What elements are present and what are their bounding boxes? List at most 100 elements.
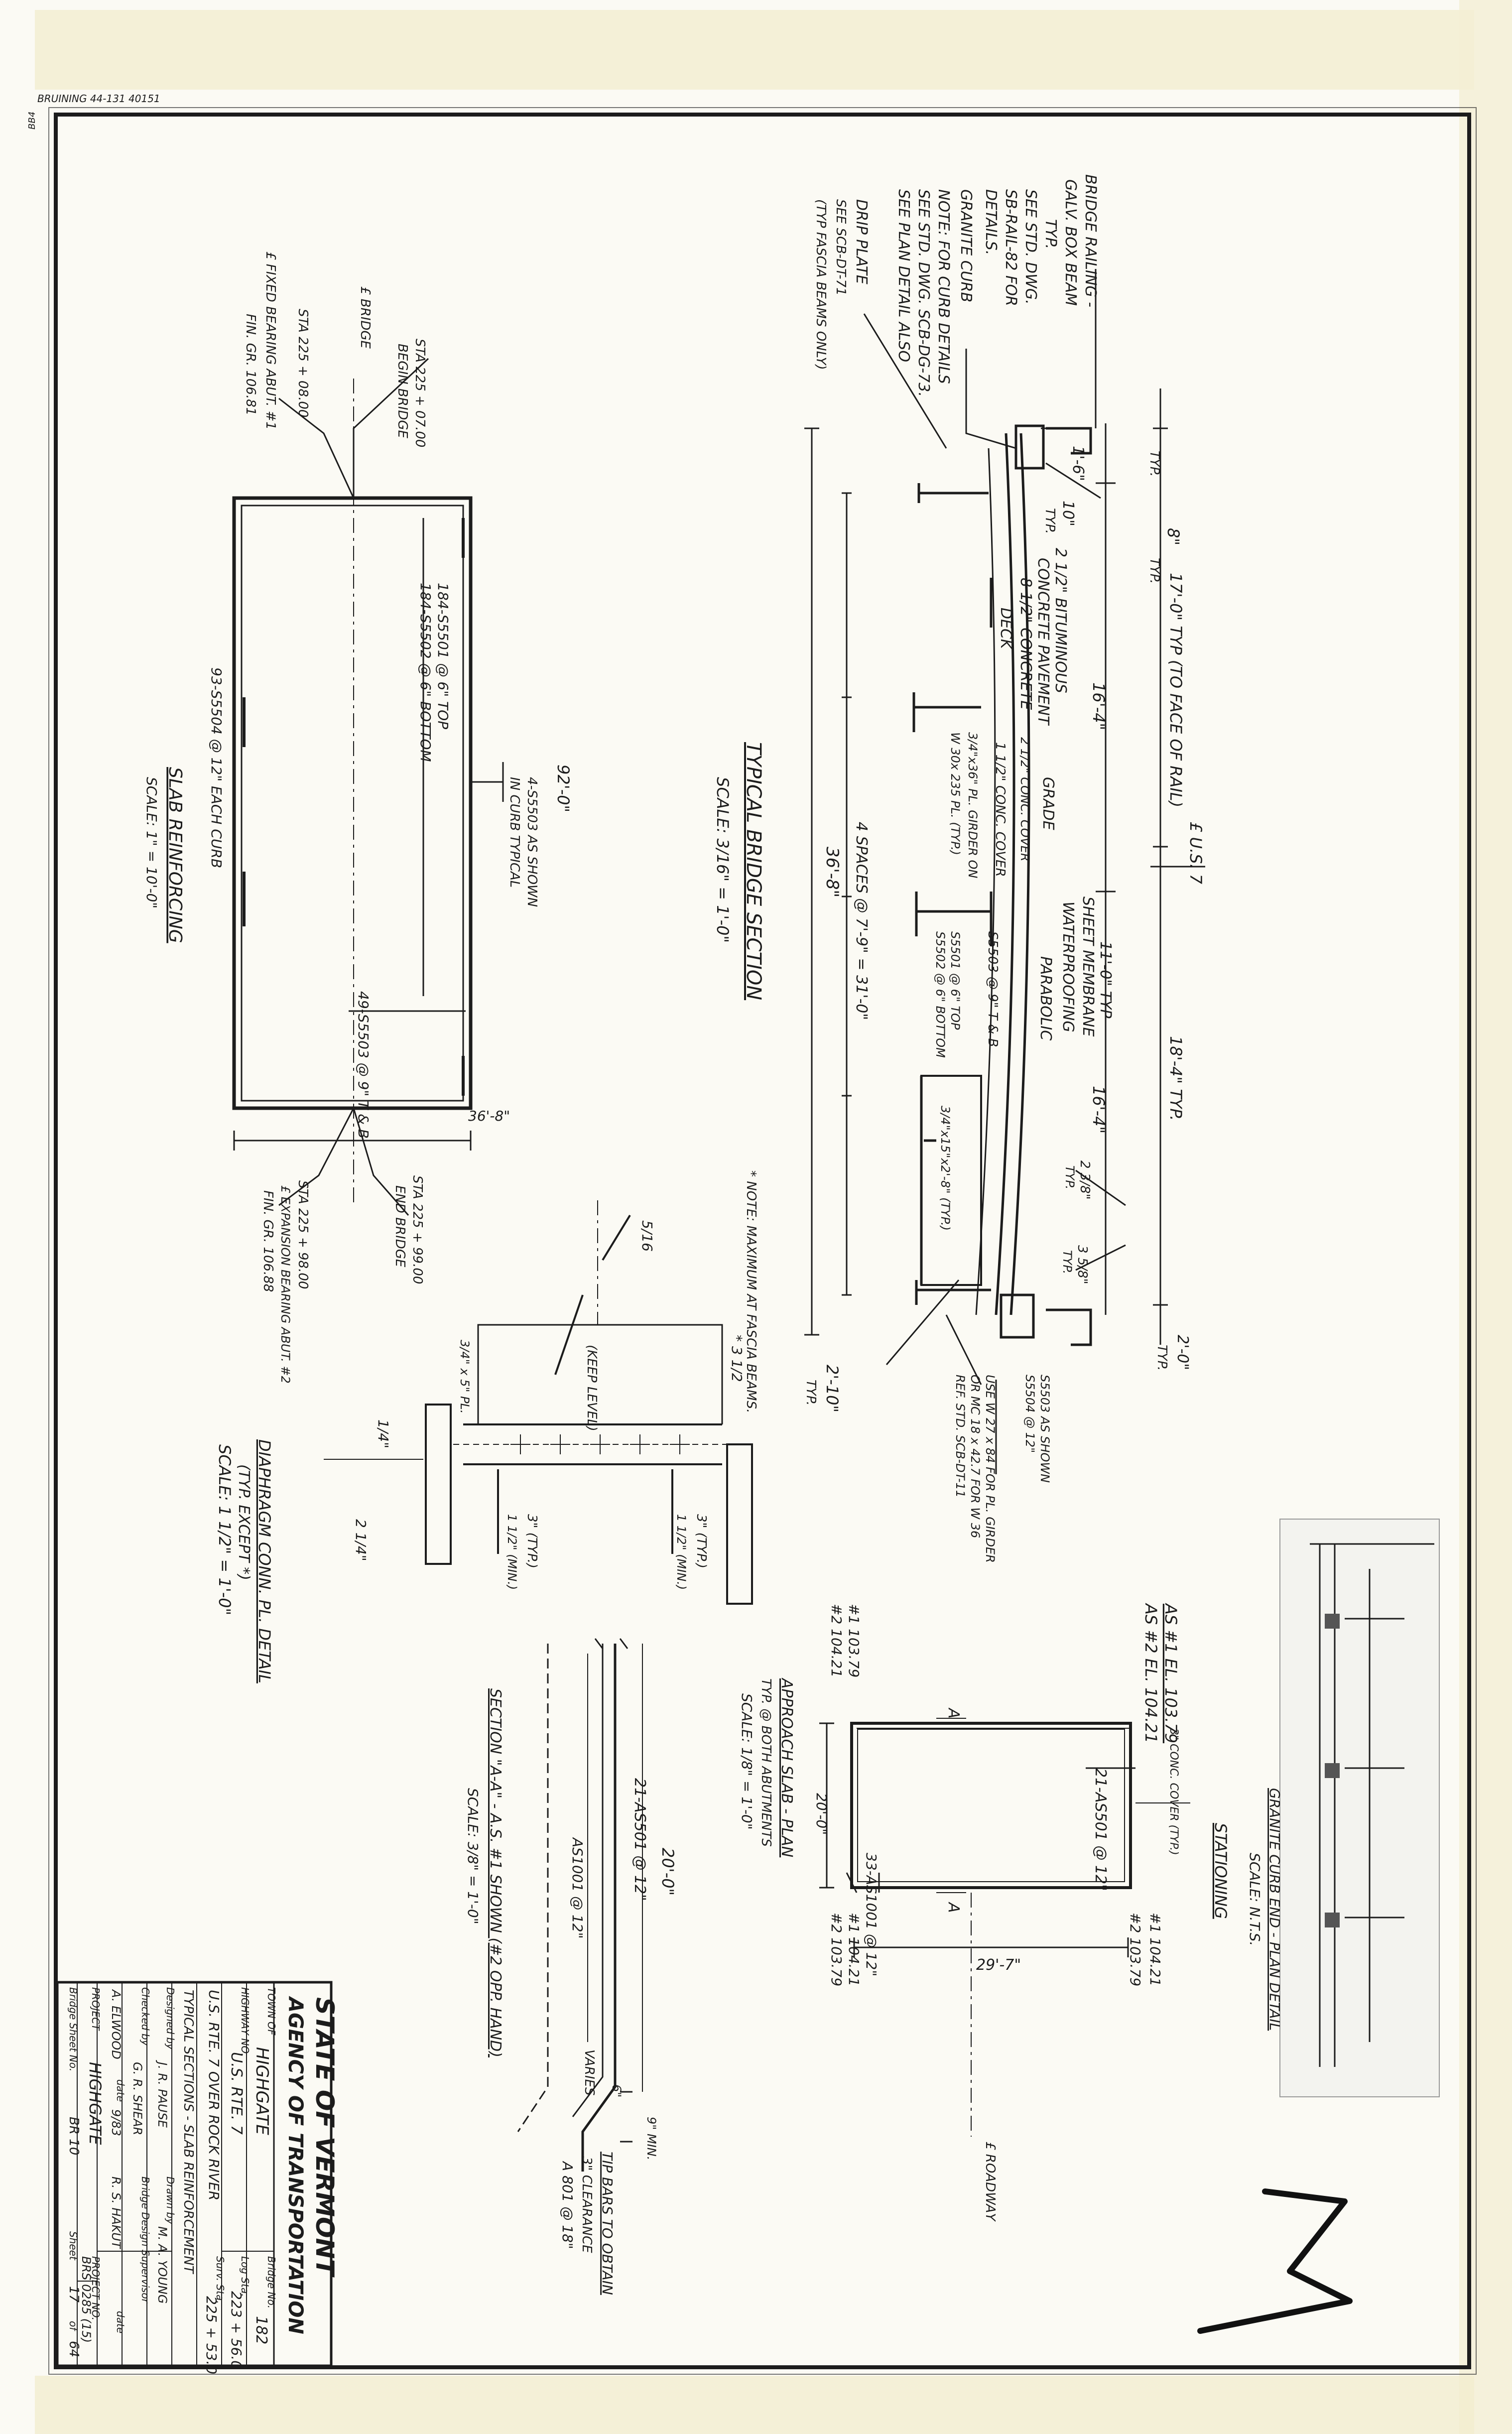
- slab-length: 92'-0": [554, 765, 573, 812]
- diaphragm-quarter: 1/4": [375, 1419, 391, 1448]
- section-dim-16ft-a: 16'-4": [1089, 682, 1108, 730]
- slab-expansion-bearing: £ EXPANSION BEARING ABUT. #2: [278, 1185, 292, 1384]
- section-aa: 20'-0" 21-AS501 @ 12" AS1001 @ 12" VARIE…: [465, 1638, 677, 2295]
- approach-as1001: 33-AS1001 @ 12": [863, 1853, 880, 1976]
- title-designed-label: Designed by: [164, 1987, 176, 2050]
- label-s5502: S5502 @ 6" BOTTOM: [933, 931, 947, 1058]
- slab-fin-gr-2: FIN. GR. 106.88: [260, 1190, 275, 1292]
- diaphragm-3-5: * 3 1/2: [729, 1335, 745, 1382]
- diaphragm-scale: SCALE: 1 1/2" = 1'-0": [215, 1444, 234, 1615]
- diaphragm-3in-a: 3" (TYP.): [524, 1514, 539, 1568]
- section-dim-1: 1'-6": [1069, 446, 1087, 481]
- title-town-label: TOWN OF: [265, 1987, 277, 2036]
- slab-scale: SCALE: 1" = 10'-0": [143, 777, 160, 908]
- title-supervisor: R. S. HAKUT: [109, 2177, 123, 2250]
- section-scale: SCALE: 3/16" = 1'-0": [713, 777, 732, 943]
- slab-sta-end: STA 225 + 99.00: [410, 1175, 425, 1284]
- sheet-border: [54, 113, 1471, 2369]
- title-of-total: 64: [66, 2341, 81, 2357]
- label-membrane-1: SHEET MEMBRANE: [1079, 897, 1097, 1036]
- slab-sta-begin: STA 225 + 07.00: [412, 339, 427, 447]
- title-bridge-sheet-label: Bridge Sheet No.: [67, 1987, 79, 2071]
- note-drip-2: SEE SCB-DT-71: [833, 199, 848, 296]
- section-dim-17ft: 17'-0" TYP (TO FACE OF RAIL): [1166, 573, 1185, 807]
- approach-stationing: STATIONING: [1211, 1823, 1230, 1919]
- section-dim-16ft-b: 16'-4": [1089, 1086, 1108, 1134]
- diaphragm-title: DIAPHRAGM CONN. PL. DETAIL: [255, 1439, 274, 1683]
- aa-clearance: 3" CLEARANCE: [579, 2157, 594, 2253]
- title-checked-label: Checked by: [139, 1987, 151, 2047]
- slab-s5503-curb-1: 4-S5503 AS SHOWN: [524, 777, 539, 907]
- aa-as1001: AS1001 @ 12": [569, 1837, 586, 1939]
- aa-title: SECTION "A-A" - A.S. #1 SHOWN (#2 OPP. H…: [487, 1688, 504, 2057]
- title-date2-label: date: [115, 2311, 126, 2333]
- diaphragm-keep-level: (KEEP LEVEL): [584, 1345, 599, 1431]
- section-dim-18ft: 18'-4" TYP.: [1166, 1036, 1185, 1121]
- title-bridge-no: 182: [252, 2316, 270, 2344]
- title-highway: U.S. RTE. 7: [228, 2052, 245, 2135]
- title-town: HIGHGATE: [252, 2047, 272, 2135]
- title-sheet: 17: [66, 2286, 81, 2303]
- label-s5503: S5503 @ 9" T & B: [985, 931, 1000, 1047]
- title-project-label: PROJECT: [90, 1987, 102, 2031]
- title-drawn: M. A. YOUNG: [155, 2226, 169, 2304]
- title-of-label: of: [67, 2321, 79, 2332]
- title-log-sta: 223 + 56.0: [228, 2291, 245, 2369]
- diaphragm-subtitle: (TYP. EXCEPT *): [235, 1464, 252, 1580]
- sheet-border-outer: [48, 107, 1477, 2375]
- slab-s5502: 184-S5502 @ 6" BOTTOM: [417, 583, 434, 762]
- approach-cut-a-2: A: [945, 1902, 962, 1913]
- note-drip-1: DRIP PLATE: [853, 199, 870, 284]
- slab-sta-expansion: STA 225 + 98.00: [295, 1180, 310, 1289]
- aa-length: 20'-0": [658, 1848, 677, 1896]
- label-grade: GRADE: [1039, 777, 1057, 830]
- section-dim-2ft10: 2'-10": [823, 1365, 842, 1412]
- approach-length: 29'-7": [976, 1956, 1021, 1974]
- granite-title: GRANITE CURB END - PLAN DETAIL: [1266, 1788, 1283, 2031]
- diaphragm-note: * NOTE: MAXIMUM AT FASCIA BEAMS.: [744, 1170, 758, 1413]
- label-bituminous: 2 1/2" BITUMINOUS: [1052, 548, 1069, 693]
- granite-curb-detail: GRANITE CURB END - PLAN DETAIL SCALE: N.…: [1247, 1519, 1440, 2097]
- label-plate-girder-1: 3/4"x36" PL. GIRDER ON: [966, 732, 980, 878]
- approach-as501: 21-AS501 @ 12": [1092, 1768, 1109, 1891]
- section-dim-2-3-8-typ: TYP.: [1063, 1165, 1077, 1189]
- approach-corner-a1: #1 103.79: [846, 1604, 862, 1677]
- title-checked: G. R. SHEAR: [130, 2062, 144, 2135]
- section-centerline: £ U.S. 7: [1186, 822, 1205, 885]
- approach-as1: AS #1 EL. 103.79: [1161, 1603, 1180, 1743]
- aa-varies: VARIES: [582, 2050, 597, 2095]
- section-dim-1-typ: TYP.: [1147, 451, 1162, 477]
- section-title: TYPICAL BRIDGE SECTION: [742, 742, 765, 1000]
- diaphragm-2-25: 2 1/4": [353, 1519, 369, 1561]
- section-dim-2ft-typ: TYP.: [1154, 1345, 1169, 1371]
- diaphragm-weld: 5/16: [639, 1220, 655, 1252]
- title-agency: AGENCY OF TRANSPORTATION: [284, 1996, 307, 2334]
- approach-width: 20'-0": [813, 1793, 830, 1835]
- title-surv-sta-label: Surv. Sta.: [214, 2256, 226, 2304]
- label-stiffener: 3/4"x15"x2'-8" (TYP.): [938, 1106, 952, 1231]
- diaphragm-min-a: 1 1/2" (MIN.): [505, 1514, 519, 1590]
- aa-tip-bars: TIP BARS TO OBTAIN: [599, 2152, 616, 2295]
- approach-corner-b2: #2 103.79: [1127, 1913, 1143, 1986]
- aa-a801: A 801 @ 18": [559, 2161, 576, 2249]
- approach-scale: SCALE: 1/8" = 1'-0": [739, 1693, 755, 1830]
- label-use-w27-3: REF. STD. SCB-DT-11: [953, 1375, 967, 1498]
- title-state: STATE OF VERMONT: [310, 1997, 339, 2278]
- note-granite: GRANITE CURB: [957, 189, 975, 302]
- label-plate-girder-2: W 30x 235 PL. (TYP.): [948, 732, 962, 855]
- title-bridge-no-label: Bridge No.: [265, 2256, 277, 2308]
- label-parabolic: PARABOLIC: [1037, 956, 1054, 1040]
- slab-centerline-bridge: £ BRIDGE: [358, 286, 373, 349]
- slab-fixed-bearing: £ FIXED BEARING ABUT. #1: [263, 252, 278, 430]
- label-use-w27-2: OR MC 18 x 42.7 FOR W 36: [968, 1375, 982, 1538]
- note-railing-4: SEE STD. DWG.: [1022, 189, 1039, 305]
- section-dim-spaces: 4 SPACES @ 7'-9" = 31'-0": [853, 822, 870, 1020]
- approach-corner-b1: #1 104.21: [1147, 1913, 1163, 1986]
- slab-fin-gr-1: FIN. GR. 106.81: [243, 314, 258, 415]
- slab-s5503: 49-S5503 @ 9" T & B: [355, 991, 372, 1139]
- section-dim-2ft10-typ: TYP.: [803, 1380, 818, 1406]
- slab-end-bridge: END BRIDGE: [392, 1185, 407, 1268]
- slab-begin-bridge: BEGIN BRIDGE: [395, 344, 410, 439]
- approach-cover: 3" CONC. COVER (TYP.): [1167, 1728, 1180, 1855]
